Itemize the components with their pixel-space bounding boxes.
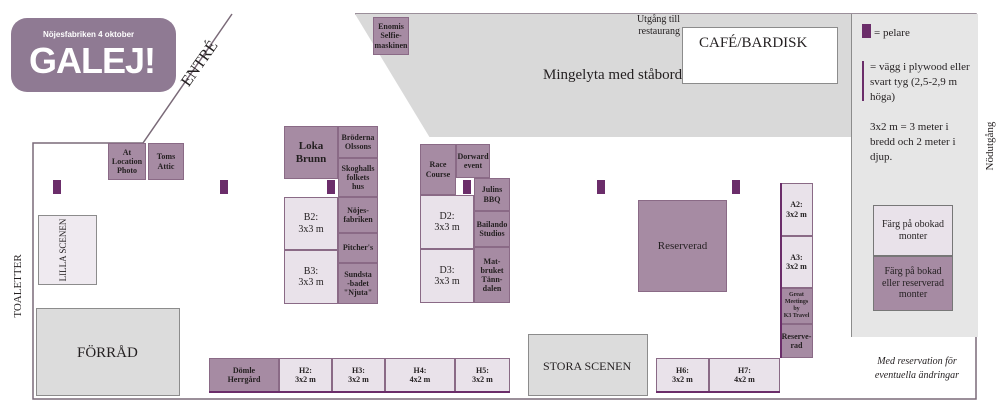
legend-unbooked-swatch: Färg på obokad monter: [873, 205, 953, 256]
booth-reserved-center: Reserverad: [638, 200, 727, 292]
legend-pillar-text: = pelare: [874, 27, 910, 39]
wall: [209, 391, 510, 393]
legend-measure-text: 3x2 m = 3 meter i bredd och 2 meter i dj…: [870, 121, 956, 163]
mingle-area-label: Mingelyta med ståbord: [543, 67, 683, 83]
main-stage: STORA SCENEN: [528, 334, 648, 396]
booth-h6: H6: 3x2 m: [656, 358, 709, 392]
booth-pitchers: Pitcher's: [338, 233, 378, 263]
galej-logo: Nöjesfabriken 4 oktober GALEJ!: [11, 18, 176, 92]
pillar: [463, 180, 471, 194]
booth-julins-bbq: Julins BBQ: [474, 178, 510, 211]
booth-race-course: Race Course: [420, 144, 456, 195]
booth-at-location-photo: At Location Photo: [108, 143, 146, 180]
booth-b2: B2: 3x3 m: [284, 197, 338, 250]
booth-h3: H3: 3x2 m: [332, 358, 385, 392]
reservation-note: Med reservation för eventuella ändringar: [874, 356, 960, 381]
booth-enomis: Enomis Selfie- maskinen: [373, 17, 409, 55]
logo-title: GALEJ!: [29, 40, 156, 81]
wall: [656, 391, 780, 393]
cafe-bar-label: CAFÉ/BARDISK: [699, 35, 808, 51]
booth-b3: B3: 3x3 m: [284, 250, 338, 304]
legend-wall-text: = vägg i plywood eller svart tyg (2,5-2,…: [870, 61, 970, 103]
pillar: [327, 180, 335, 194]
legend-wall-icon: [862, 61, 864, 101]
small-stage: [38, 215, 97, 285]
pillar: [732, 180, 740, 194]
booth-d2: D2: 3x3 m: [420, 195, 474, 249]
small-stage-label: LILLA SCENEN: [58, 218, 68, 282]
pillar: [53, 180, 61, 194]
booth-h2: H2: 3x2 m: [279, 358, 332, 392]
booth-a2: A2: 3x2 m: [780, 183, 813, 236]
booth-sundsta-badet: Sundsta -badet "Njuta": [338, 263, 378, 304]
booth-great-meetings: Great Meetings by K3 Travel: [780, 288, 813, 324]
booth-domle-herrgard: Dömle Herrgård: [209, 358, 279, 392]
storage-label: FÖRRÅD: [77, 345, 138, 361]
booth-h4: H4: 4x2 m: [385, 358, 455, 392]
cafe-bar: CAFÉ/BARDISK: [682, 27, 838, 84]
pillar: [597, 180, 605, 194]
booth-matbruket: Mat- bruket Tänn- dalen: [474, 247, 510, 303]
booth-h5: H5: 3x2 m: [455, 358, 510, 392]
booth-reserved-a: Reserve- rad: [780, 324, 813, 358]
booth-toms-attic: Toms Attic: [148, 143, 184, 180]
logo-subtitle: Nöjesfabriken 4 oktober: [43, 30, 135, 39]
booth-d3: D3: 3x3 m: [420, 249, 474, 303]
pillar: [220, 180, 228, 194]
toilets-label: TOALETTER: [12, 254, 24, 318]
booth-broderna-olssons: Bröderna Olssons: [338, 126, 378, 158]
booth-skoghalls: Skoghalls folkets hus: [338, 158, 378, 197]
wall: [780, 183, 782, 358]
booth-loka-brunn: Loka Brunn: [284, 126, 338, 179]
legend-pillar-icon: [862, 24, 871, 38]
booth-nojesfabriken: Nöjes- fabriken: [338, 197, 378, 233]
storage-area: FÖRRÅD: [36, 308, 180, 396]
exit-restaurant-label: Utgång till restaurang: [636, 14, 680, 37]
emergency-exit-label: Nödutgång: [984, 121, 996, 171]
booth-dorward-event: Dorward event: [456, 144, 490, 178]
booth-bailando-studios: Bailando Studios: [474, 211, 510, 247]
booth-h7: H7: 4x2 m: [709, 358, 780, 392]
booth-a3: A3: 3x2 m: [780, 236, 813, 288]
main-stage-label: STORA SCENEN: [543, 359, 632, 373]
legend-booked-swatch: Färg på bokad eller reserverad monter: [873, 256, 953, 311]
